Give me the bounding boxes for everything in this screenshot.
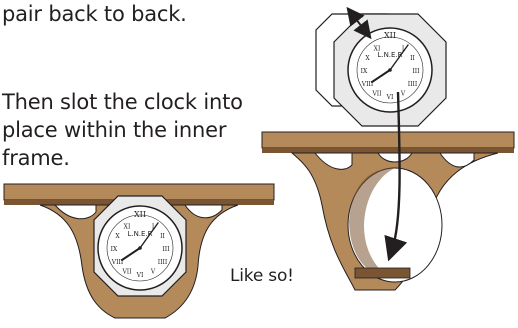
left-clock-numeral: XI — [124, 224, 131, 231]
right-clock-numeral: VI — [386, 94, 394, 101]
left-clock-numeral: X — [115, 233, 120, 240]
right-clock-numeral: VII — [371, 91, 382, 98]
right-clock-numeral: V — [400, 91, 406, 98]
left-clock-numeral: VI — [136, 272, 144, 279]
left-clock-numeral: VII — [121, 269, 132, 276]
left-clock-xii: XII — [134, 210, 146, 219]
left-clock-numeral: II — [160, 233, 165, 240]
right-clock-numeral: III — [412, 68, 420, 75]
left-clock-numeral: III — [162, 246, 170, 253]
right-clock-numeral: IX — [361, 68, 368, 75]
left-clock-numeral: IIII — [158, 259, 168, 266]
right-clock-numeral: X — [365, 55, 370, 62]
caption-like-so: Like so! — [230, 262, 294, 290]
left-clock-numeral: IX — [111, 246, 118, 253]
right-clock-numeral: XI — [374, 46, 381, 53]
right-clock-xii: XII — [384, 31, 396, 40]
right-clock-numeral: II — [410, 55, 415, 62]
right-wooden-frame — [262, 132, 514, 290]
right-clock-numeral: IIII — [408, 81, 418, 88]
left-clock-numeral: V — [150, 269, 156, 276]
